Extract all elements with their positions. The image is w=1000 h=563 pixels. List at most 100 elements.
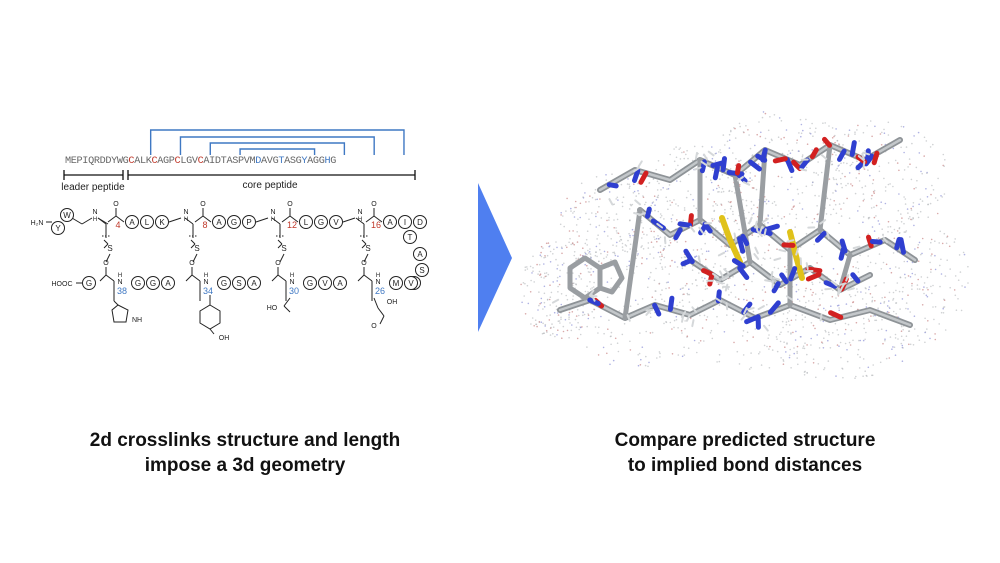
surface-dot	[730, 130, 732, 133]
surface-dot	[848, 217, 851, 219]
surface-dot	[533, 281, 535, 283]
surface-dot	[782, 359, 784, 361]
surface-dot	[869, 261, 872, 264]
surface-dot	[913, 224, 915, 227]
surface-dot	[786, 153, 789, 156]
surface-dot	[862, 200, 865, 202]
surface-dot	[660, 258, 662, 261]
surface-dot	[823, 337, 825, 340]
surface-dot	[943, 299, 946, 302]
surface-dot	[858, 367, 861, 369]
surface-dot	[752, 336, 754, 338]
surface-dot	[838, 307, 840, 309]
surface-dot	[943, 306, 946, 308]
sequence-letter: W	[117, 156, 124, 167]
surface-dot	[662, 187, 664, 189]
surface-dot	[661, 298, 663, 301]
hydrogen-stick	[638, 212, 646, 217]
surface-dot	[692, 249, 695, 251]
surface-dot	[657, 210, 660, 213]
surface-dot	[863, 327, 865, 330]
surface-dot	[790, 367, 792, 369]
surface-dot	[949, 268, 951, 270]
surface-dot	[732, 213, 734, 216]
surface-dot	[893, 237, 896, 240]
surface-dot	[751, 234, 754, 236]
surface-dot	[818, 298, 821, 300]
surface-dot	[854, 294, 857, 297]
surface-dot	[836, 273, 839, 275]
sequence-letter: M	[250, 156, 256, 167]
surface-dot	[589, 253, 592, 255]
surface-dot	[736, 350, 739, 353]
surface-dot	[598, 224, 601, 227]
surface-dot	[595, 212, 597, 215]
bond	[255, 217, 269, 223]
surface-dot	[756, 133, 758, 136]
hydrogen-stick	[770, 271, 774, 279]
surface-dot	[880, 268, 883, 270]
surface-dot	[757, 163, 760, 165]
surface-dot	[832, 332, 834, 334]
surface-dot	[635, 195, 637, 197]
surface-dot	[587, 317, 590, 320]
surface-dot	[594, 326, 597, 328]
surface-dot	[705, 319, 708, 321]
surface-dot	[728, 189, 731, 192]
bond	[281, 215, 291, 223]
surface-dot	[720, 204, 723, 206]
surface-dot	[861, 186, 863, 189]
residue-letter: S	[236, 279, 241, 288]
surface-dot	[851, 184, 854, 187]
surface-dot	[529, 291, 532, 293]
surface-dot	[788, 213, 791, 215]
bond	[191, 274, 201, 282]
surface-dot	[899, 308, 901, 310]
surface-dot	[557, 320, 560, 323]
surface-dot	[654, 209, 656, 212]
surface-dot	[941, 242, 944, 245]
surface-dot	[836, 304, 839, 307]
surface-dot	[821, 341, 823, 344]
surface-dot	[812, 324, 815, 327]
surface-dot	[677, 164, 679, 167]
bond	[81, 217, 93, 225]
surface-dot	[804, 305, 807, 308]
surface-dot	[783, 341, 785, 344]
hydrogen-stick	[861, 152, 865, 161]
surface-dot	[576, 231, 578, 233]
surface-dot	[637, 190, 639, 192]
residue-circle	[303, 276, 317, 290]
surface-dot	[962, 251, 965, 254]
surface-dot	[663, 164, 665, 166]
surface-dot	[846, 360, 849, 363]
surface-dot	[858, 170, 860, 172]
bond	[289, 215, 299, 223]
surface-dot	[867, 366, 870, 369]
surface-dot	[553, 311, 556, 314]
surface-dot	[916, 179, 918, 182]
nitrogen-label: N	[203, 279, 208, 286]
surface-dot	[671, 353, 674, 355]
surface-dot	[898, 169, 900, 172]
atom-stick	[815, 231, 827, 243]
surface-dot	[546, 254, 549, 257]
surface-dot	[917, 260, 920, 263]
surface-dot	[685, 153, 687, 156]
surface-dot	[615, 213, 618, 215]
surface-dot	[613, 251, 616, 254]
surface-dot	[883, 302, 885, 304]
surface-dot	[681, 332, 683, 334]
atom-stick	[638, 170, 649, 185]
bond	[363, 253, 369, 263]
surface-dot	[575, 224, 578, 226]
bond	[115, 215, 125, 223]
residue-circle	[333, 276, 347, 290]
surface-dot	[801, 314, 804, 316]
surface-dot	[671, 214, 674, 216]
surface-dot	[796, 350, 798, 353]
surface-dot	[636, 254, 639, 257]
surface-dot	[850, 295, 852, 298]
red-residue-number: 4	[115, 220, 120, 230]
surface-dot	[833, 151, 836, 154]
